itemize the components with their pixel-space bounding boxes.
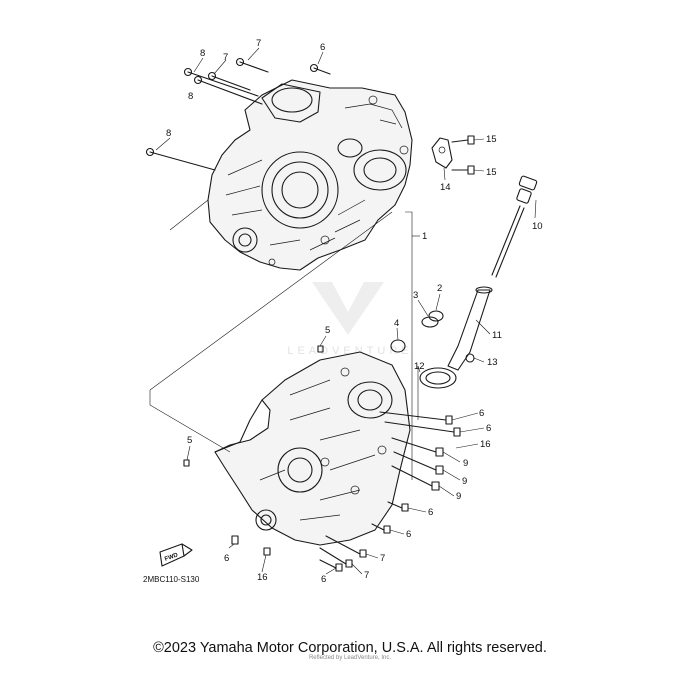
callout-12: 12 [414, 361, 425, 372]
callout-2: 2 [437, 283, 442, 294]
callout-16: 16 [257, 572, 268, 583]
callout-8: 8 [200, 48, 205, 59]
callout-3: 3 [413, 290, 418, 301]
assembly-lines [149, 199, 419, 480]
crankcase-upper-half [207, 79, 413, 271]
callout-7: 7 [223, 52, 228, 63]
callout-8: 8 [166, 128, 171, 139]
bracket-assembly-14 [431, 135, 475, 175]
callout-6: 6 [224, 553, 229, 564]
callout-8: 8 [188, 91, 193, 102]
callout-labels: 8 7 7 6 8 8 15 15 14 10 1 2 3 4 11 5 12 … [166, 38, 543, 585]
callout-9: 9 [456, 491, 461, 502]
callout-6: 6 [486, 423, 491, 434]
callout-7: 7 [380, 553, 385, 564]
callout-15: 15 [486, 167, 497, 178]
callout-13: 13 [487, 357, 498, 368]
callout-9: 9 [463, 458, 468, 469]
filler-tube-11 [419, 286, 493, 389]
callout-9: 9 [462, 476, 467, 487]
lower-bolts [183, 345, 461, 572]
callout-11: 11 [492, 330, 502, 341]
callout-7: 7 [364, 570, 369, 581]
callout-6: 6 [321, 574, 326, 585]
callout-6: 6 [479, 408, 484, 419]
fwd-label: FWD [164, 552, 180, 563]
callout-5: 5 [187, 435, 192, 446]
callout-6: 6 [320, 42, 325, 53]
callout-10: 10 [532, 221, 543, 232]
upper-bolts [145, 57, 331, 171]
callout-16: 16 [480, 439, 491, 450]
callout-7: 7 [256, 38, 261, 49]
callout-4: 4 [394, 318, 399, 329]
callout-1: 1 [422, 231, 427, 242]
attribution-text: Reflected by LeadVenture, Inc. [308, 655, 392, 661]
copyright-notice: ©2023 Yamaha Motor Corporation, U.S.A. A… [153, 640, 547, 656]
callout-15: 15 [486, 134, 497, 145]
callout-14: 14 [440, 182, 451, 193]
leader-lines [155, 47, 537, 575]
callout-6: 6 [428, 507, 433, 518]
callout-6: 6 [406, 529, 411, 540]
callout-5: 5 [325, 325, 330, 336]
dipstick-10 [491, 175, 538, 278]
crankcase-lower-half [214, 351, 411, 546]
fwd-arrow-icon: FWD [159, 543, 193, 567]
diagram-code: 2MBC110-S130 [143, 575, 200, 584]
